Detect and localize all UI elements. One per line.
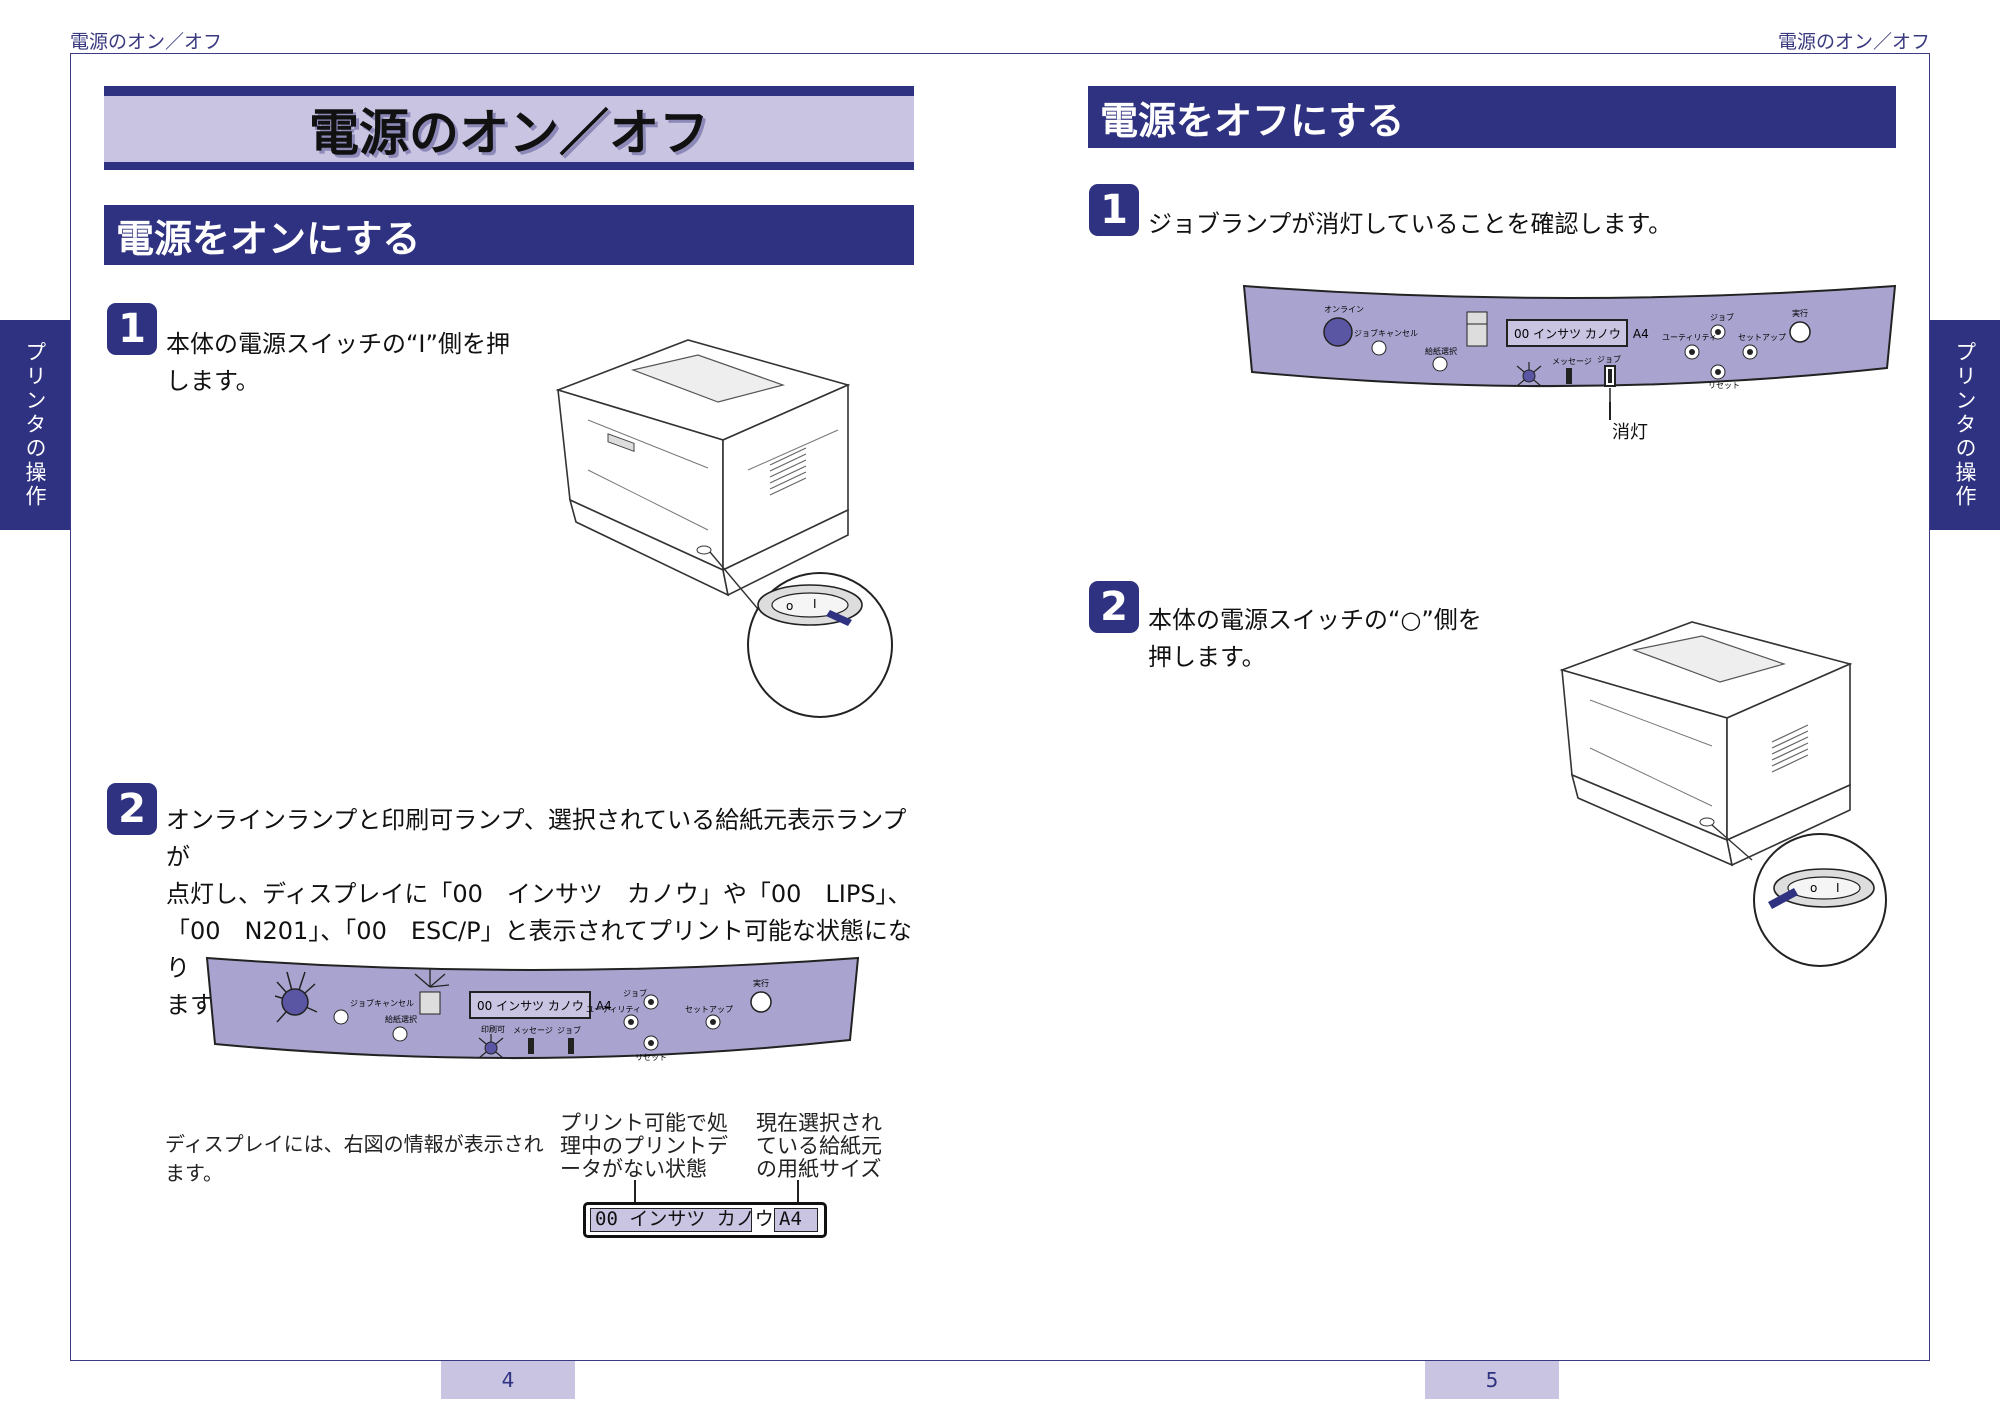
page-number-left: 4	[441, 1361, 575, 1399]
section-heading-power-on: 電源をオンにする	[104, 205, 914, 265]
svg-text:給紙選択: 給紙選択	[1425, 346, 1457, 356]
svg-text:給紙選択: 給紙選択	[385, 1014, 417, 1024]
lcd-paper-size: A4	[774, 1208, 818, 1232]
svg-text:実行: 実行	[1792, 308, 1808, 318]
svg-text:ユーティリティ: ユーティリティ	[1662, 333, 1717, 342]
step-number-1-off: 1	[1089, 184, 1139, 236]
page-frame	[70, 53, 1930, 1361]
svg-text:o: o	[1810, 881, 1817, 895]
svg-text:メッセージ: メッセージ	[513, 1026, 553, 1035]
callout-leader-b	[797, 1180, 799, 1205]
step-number-2: 2	[107, 783, 157, 835]
svg-text:00 インサツ カノウ A4: 00 インサツ カノウ A4	[1514, 327, 1649, 341]
control-panel-illustration: ジョブキャンセル 給紙選択 00 インサツ カノウ A4 印刷可 メッセージ ジ…	[205, 956, 860, 1062]
lcd-display-example: 00 インサツ カノウ A4	[583, 1202, 827, 1238]
step-number-2-off: 2	[1089, 581, 1139, 633]
svg-text:00 インサツ カノウ A4: 00 インサツ カノウ A4	[477, 999, 612, 1013]
svg-text:o: o	[786, 599, 793, 613]
printer-illustration: o I	[555, 339, 893, 718]
svg-text:ジョブ: ジョブ	[623, 988, 647, 998]
step1-off-instruction: ジョブランプが消灯していることを確認します。	[1148, 210, 1673, 238]
callout-ready-state: プリント可能で処 理中のプリントデ ータがない状態	[560, 1111, 728, 1181]
display-note: ディスプレイには、右図の情報が表示され ます。	[165, 1132, 544, 1185]
svg-text:I: I	[1836, 881, 1840, 895]
section-heading-power-off: 電源をオフにする	[1088, 86, 1896, 148]
off-lamp-leader	[1609, 402, 1611, 420]
side-tab-right: プリンタの操作	[1930, 320, 2000, 530]
svg-text:ジョブ: ジョブ	[1597, 354, 1621, 364]
callout-leader-a	[634, 1180, 636, 1205]
svg-text:ジョブ: ジョブ	[557, 1025, 581, 1035]
svg-text:ジョブキャンセル: ジョブキャンセル	[1354, 328, 1418, 338]
svg-text:ジョブ: ジョブ	[1710, 312, 1734, 322]
svg-text:リセット: リセット	[1708, 381, 1740, 390]
running-header-left: 電源のオン／オフ	[70, 31, 223, 53]
svg-text:セットアップ: セットアップ	[1738, 333, 1786, 342]
svg-text:I: I	[813, 597, 817, 611]
off-lamp-label: 消灯	[1612, 422, 1648, 443]
svg-text:リセット: リセット	[635, 1053, 667, 1062]
step-number-1: 1	[107, 303, 157, 355]
control-panel-off-illustration: オンライン ジョブキャンセル 給紙選択 00 インサツ カノウ A4 メッセージ…	[1242, 284, 1897, 402]
svg-text:メッセージ: メッセージ	[1552, 357, 1592, 366]
step2-instruction: オンラインランプと印刷可ランプ、選択されている給紙元表示ランプが 点灯し、ディス…	[166, 806, 912, 1019]
svg-text:セットアップ: セットアップ	[685, 1005, 733, 1014]
page-number-right: 5	[1425, 1361, 1559, 1399]
step1-instruction: 本体の電源スイッチの“I”側を押 します。	[166, 330, 510, 395]
page-title: 電源のオン／オフ	[104, 86, 914, 170]
svg-text:オンライン: オンライン	[1324, 305, 1364, 314]
printer-illustration-off: o I	[1559, 621, 1887, 967]
running-header-right: 電源のオン／オフ	[1777, 31, 1930, 53]
svg-text:印刷可: 印刷可	[481, 1025, 505, 1034]
svg-text:ユーティリティ: ユーティリティ	[586, 1005, 641, 1014]
svg-text:実行: 実行	[753, 978, 769, 988]
lcd-status-text: 00 インサツ カノウ	[590, 1208, 774, 1232]
side-tab-left: プリンタの操作	[0, 320, 70, 530]
svg-text:ジョブキャンセル: ジョブキャンセル	[350, 998, 414, 1008]
step2-off-instruction: 本体の電源スイッチの“○”側を 押します。	[1148, 606, 1482, 671]
callout-paper-size: 現在選択され ている給紙元 の用紙サイズ	[756, 1111, 882, 1181]
